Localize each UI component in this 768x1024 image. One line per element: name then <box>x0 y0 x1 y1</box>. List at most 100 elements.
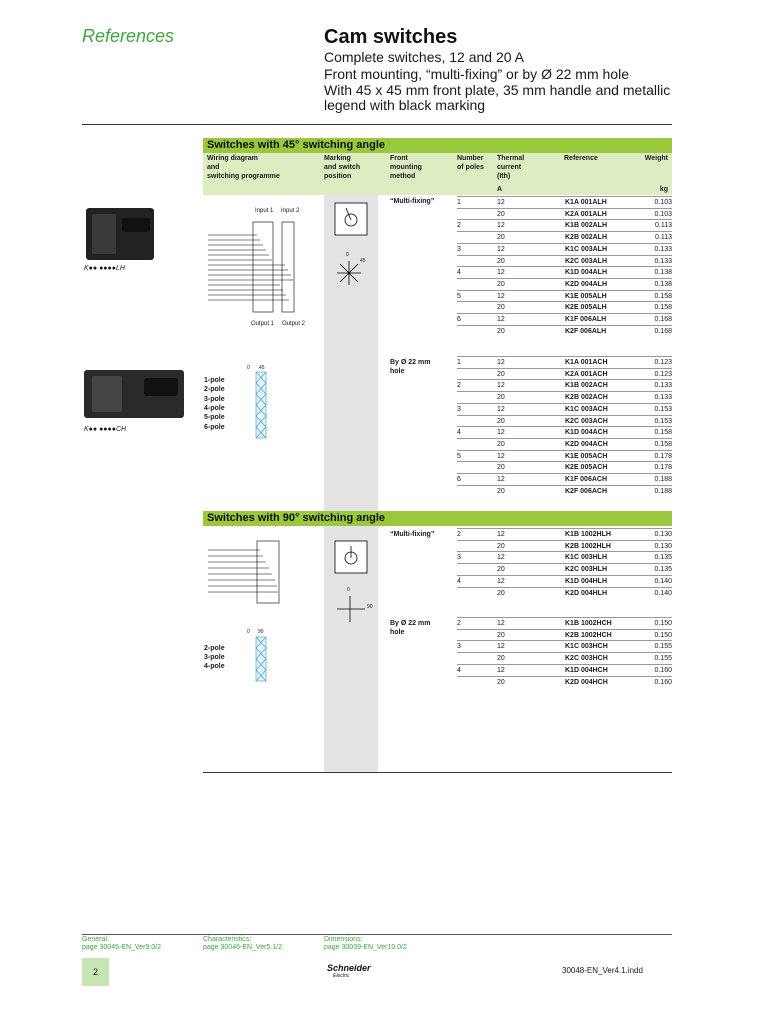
poles-cell: 2 <box>457 382 461 390</box>
label-ch: K●● ●●●●CH <box>84 426 127 433</box>
reference-cell: K2C 003HCH <box>565 655 608 663</box>
prog-90-angle-0: 0 <box>247 629 250 635</box>
current-cell: 20 <box>497 304 505 312</box>
poles-cell: 5 <box>457 452 461 460</box>
current-cell: 12 <box>497 666 505 674</box>
marking-column-bg <box>324 138 378 773</box>
product-photo-ch <box>84 370 184 418</box>
col-method-2: mounting <box>390 164 422 171</box>
weight-cell: 0.133 <box>654 382 672 390</box>
weight-cell: 0.130 <box>654 542 672 550</box>
prog-45-angle-0: 0 <box>247 365 250 371</box>
poles-cell: 4 <box>457 666 461 674</box>
current-cell: 20 <box>497 394 505 402</box>
col-current-1: Thermal <box>497 155 525 162</box>
position-star-45-icon <box>337 261 361 285</box>
col-method-1: Front <box>390 155 408 162</box>
weight-cell: 0.178 <box>654 452 672 460</box>
reference-cell: K2E 005ACH <box>565 464 608 472</box>
reference-cell: K2A 001ALH <box>565 210 607 218</box>
poles-cell: 3 <box>457 554 461 562</box>
current-cell: 20 <box>497 234 505 242</box>
poles-cell: 4 <box>457 269 461 277</box>
weight-cell: 0.150 <box>654 631 672 639</box>
marking-plate-45 <box>334 202 368 236</box>
method-hole-90-line2: hole <box>390 629 405 636</box>
current-cell: 12 <box>497 643 505 651</box>
pole-3-label-90: 3-pole <box>204 654 225 661</box>
poles-cell: 3 <box>457 405 461 413</box>
current-cell: 12 <box>497 292 505 300</box>
col-wiring-1: Wiring diagram <box>207 155 258 162</box>
poles-cell: 1 <box>457 359 461 366</box>
footer-char-page[interactable]: page 30046-EN_Ver5.1/2 <box>203 944 283 951</box>
weight-cell: 0.168 <box>654 316 672 323</box>
col-method: Front mounting method <box>390 154 422 181</box>
page-title: Cam switches <box>324 26 458 48</box>
reference-cell: K1D 004ALH <box>565 269 608 277</box>
footer-dim-label: Dimensions: <box>324 936 363 943</box>
method-hole-45-line2: hole <box>390 368 405 375</box>
file-name: 30048-EN_Ver4.1.indd <box>562 966 643 975</box>
method-hole-90: By Ø 22 mm hole <box>390 619 430 637</box>
reference-cell: K1D 004HLH <box>565 577 608 585</box>
weight-cell: 0.153 <box>654 405 672 413</box>
weight-cell: 0.158 <box>654 429 672 437</box>
poles-cell: 1 <box>457 199 461 206</box>
col-wiring: Wiring diagram and switching programme <box>207 154 280 181</box>
reference-cell: K2B 1002HLH <box>565 542 611 550</box>
col-poles: Number of poles <box>457 154 484 172</box>
col-marking-3: position <box>324 173 352 180</box>
switching-programme-45 <box>255 371 267 439</box>
wiring-diagram-90 <box>208 540 280 604</box>
pole-4-label: 4-pole <box>204 405 225 412</box>
current-cell: 12 <box>497 476 505 483</box>
footer-dimensions: Dimensions: page 30039-EN_Ver10.0/2 <box>324 936 407 952</box>
weight-cell: 0.133 <box>654 394 672 402</box>
weight-cell: 0.155 <box>654 655 672 663</box>
table-row: 20 K2C 003HCH 0.155 <box>457 652 672 664</box>
pole-3-label: 3-pole <box>204 396 225 403</box>
current-cell: 20 <box>497 655 505 663</box>
reference-cell: K1E 005ALH <box>565 292 607 300</box>
top-rule <box>82 124 672 125</box>
subtitle-line-2: With 45 x 45 mm front plate, 35 mm handl… <box>324 82 671 98</box>
position-cross-90-icon <box>337 596 365 622</box>
reference-cell: K1B 1002HCH <box>565 620 612 627</box>
poles-cell: 4 <box>457 577 461 585</box>
reference-cell: K1B 002ACH <box>565 382 608 390</box>
current-cell: 12 <box>497 222 505 230</box>
col-method-3: method <box>390 173 416 180</box>
subtitle-line-3: legend with black marking <box>324 97 486 113</box>
current-cell: 12 <box>497 620 505 627</box>
section-90-header: Switches with 90° switching angle <box>203 511 672 526</box>
current-cell: 20 <box>497 589 505 597</box>
angle-0-45: 0 <box>346 252 349 258</box>
reference-cell: K2D 004ACH <box>565 440 608 448</box>
footer-general: General: page 30045-EN_Ver9.0/2 <box>82 936 161 952</box>
footer-general-page[interactable]: page 30045-EN_Ver9.0/2 <box>82 944 162 951</box>
reference-cell: K2B 1002HCH <box>565 631 612 639</box>
poles-cell: 5 <box>457 292 461 300</box>
footer-dim-page[interactable]: page 30039-EN_Ver10.0/2 <box>324 944 407 951</box>
table-bottom-rule <box>203 772 672 773</box>
reference-cell: K1B 002ALH <box>565 222 608 230</box>
current-cell: 20 <box>497 210 505 218</box>
wiring-diagram-45 <box>208 221 295 313</box>
reference-cell: K2E 005ALH <box>565 304 607 312</box>
reference-cell: K1C 003ACH <box>565 405 608 413</box>
